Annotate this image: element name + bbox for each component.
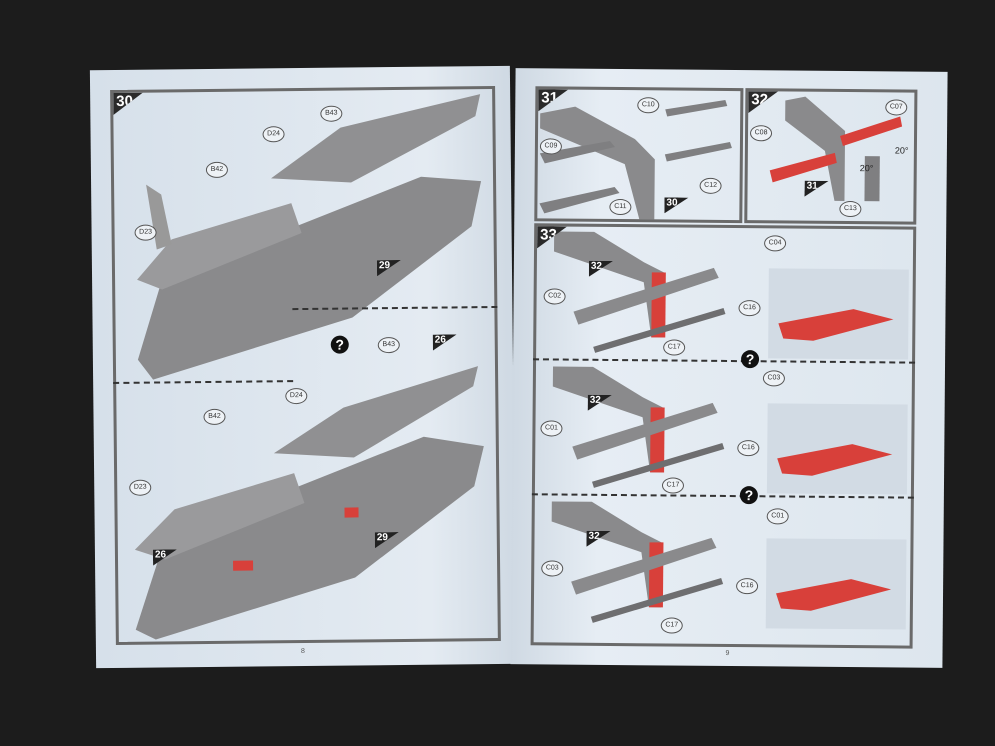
page-number: 9 bbox=[725, 649, 730, 658]
callout: C17 bbox=[663, 339, 686, 356]
callout: C01 bbox=[540, 420, 563, 437]
part-shape bbox=[572, 402, 718, 460]
step-30-frame bbox=[110, 85, 501, 645]
part-shape bbox=[551, 501, 662, 608]
part-shape bbox=[593, 307, 726, 353]
callout: C17 bbox=[661, 477, 685, 494]
aircraft-wing-illustration bbox=[134, 94, 484, 640]
callout: C03 bbox=[762, 370, 785, 387]
part-shape bbox=[554, 231, 664, 338]
callout: C12 bbox=[699, 177, 722, 194]
part-shape bbox=[573, 267, 719, 325]
callout: C16 bbox=[738, 300, 761, 317]
callout: C08 bbox=[749, 125, 773, 142]
callout: C02 bbox=[543, 288, 566, 305]
angle-label: 20° bbox=[859, 163, 874, 174]
left-page: 30 B43 D24 B42 D23 29 ? B43 D24 B42 D23 … bbox=[89, 65, 517, 669]
part-shape bbox=[776, 579, 892, 611]
question-icon: ? bbox=[739, 486, 758, 505]
part-shape bbox=[571, 537, 717, 595]
part-shape bbox=[592, 442, 725, 488]
part-shape bbox=[590, 577, 724, 623]
question-icon: ? bbox=[330, 335, 349, 354]
callout: C10 bbox=[637, 97, 660, 114]
part-shape bbox=[552, 366, 663, 473]
right-page: 31 32 33 C10 C09 C12 C11 30 C07 C08 C13 … bbox=[510, 68, 948, 668]
callout: C01 bbox=[766, 508, 789, 525]
callout: C16 bbox=[736, 578, 759, 595]
angle-label: 20° bbox=[894, 145, 909, 156]
callout: C13 bbox=[839, 200, 862, 218]
callout: C11 bbox=[609, 198, 632, 216]
part-shape bbox=[778, 309, 894, 341]
callout: C16 bbox=[737, 440, 760, 457]
page-number: 8 bbox=[300, 647, 305, 656]
callout: C07 bbox=[885, 99, 908, 116]
part-shape bbox=[777, 444, 893, 476]
callout: C09 bbox=[539, 138, 562, 155]
step-33-frame bbox=[530, 223, 917, 649]
tail-assembly-illustration bbox=[539, 96, 909, 630]
callout: C03 bbox=[541, 560, 564, 577]
callout: C04 bbox=[764, 235, 787, 252]
callout: C17 bbox=[660, 617, 683, 634]
question-icon: ? bbox=[740, 350, 760, 369]
